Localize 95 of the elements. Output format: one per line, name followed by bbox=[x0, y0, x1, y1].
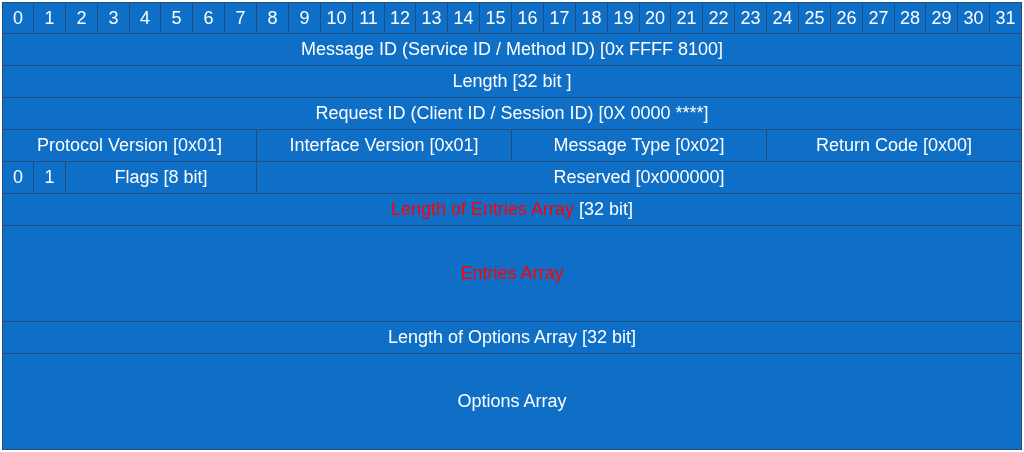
bit-index-cell bbox=[544, 2, 576, 34]
header-field-cell bbox=[512, 130, 767, 162]
bit-index-cell bbox=[225, 2, 257, 34]
bit-index: 24 bbox=[772, 7, 793, 29]
field-name: Return Code [0x00] bbox=[815, 135, 973, 156]
bit-index-cell bbox=[353, 2, 385, 34]
bit-index-cell bbox=[863, 2, 895, 34]
bit-index-cell bbox=[799, 2, 831, 34]
bit-index: 28 bbox=[900, 7, 920, 29]
field-name: Reserved [0x000000] bbox=[553, 167, 725, 188]
bit-index: 21 bbox=[676, 7, 697, 29]
bit-index: 10 bbox=[326, 7, 347, 29]
bit-index: 13 bbox=[421, 7, 442, 29]
bit-index: 16 bbox=[517, 7, 538, 29]
bit-index-cell bbox=[895, 2, 926, 34]
bit-index-cell bbox=[98, 2, 130, 34]
bit-index-cell bbox=[66, 2, 98, 34]
bit-index: 7 bbox=[235, 7, 246, 29]
header-field-cell bbox=[2, 226, 1022, 322]
header-field-cell bbox=[2, 34, 1022, 66]
bit-index: 18 bbox=[581, 7, 602, 29]
field-size: [32 bit] bbox=[579, 199, 634, 220]
bit-index-cell bbox=[321, 2, 353, 34]
header-field-cell bbox=[767, 130, 1022, 162]
field-name: Request ID (Client ID / Session ID) [0X 0000 ****] bbox=[315, 103, 709, 124]
bit-index: 31 bbox=[995, 7, 1016, 29]
bit-index-cell bbox=[416, 2, 448, 34]
bit-index: 20 bbox=[645, 7, 665, 29]
field-name: Flags [8 bit] bbox=[114, 167, 208, 188]
bit-index-cell bbox=[958, 2, 990, 34]
bit-index-cell bbox=[257, 2, 289, 34]
bit-index-cell bbox=[34, 162, 66, 194]
bit-index: 25 bbox=[804, 7, 825, 29]
bit-index-cell bbox=[831, 2, 863, 34]
bit-index: 17 bbox=[549, 7, 570, 29]
bit-index: 3 bbox=[108, 7, 119, 29]
header-field-cell bbox=[2, 66, 1022, 98]
bit-index-cell bbox=[193, 2, 225, 34]
bit-index-cell bbox=[480, 2, 512, 34]
bit-index: 30 bbox=[963, 7, 984, 29]
header-field-cell bbox=[2, 194, 1022, 226]
bit-index-cell bbox=[34, 2, 66, 34]
bit-index-cell bbox=[289, 2, 321, 34]
header-field-cell bbox=[66, 162, 257, 194]
header-field-cell bbox=[2, 130, 257, 162]
bit-index-cell bbox=[130, 2, 161, 34]
header-field-cell bbox=[2, 98, 1022, 130]
header-field-cell bbox=[257, 162, 1022, 194]
bit-index-cell bbox=[576, 2, 608, 34]
bit-index: 6 bbox=[203, 7, 214, 29]
header-field-cell bbox=[257, 130, 512, 162]
bit-index: 22 bbox=[708, 7, 729, 29]
header-field-cell bbox=[2, 354, 1022, 450]
bit-index-cell bbox=[767, 2, 799, 34]
bit-index-cell bbox=[990, 2, 1022, 34]
bit-index-cell bbox=[161, 2, 193, 34]
field-name: Length of Options Array [32 bit] bbox=[387, 327, 637, 348]
bit-index-cell bbox=[703, 2, 735, 34]
bit-index: 15 bbox=[485, 7, 506, 29]
field-name: Length of Entries Array bbox=[390, 199, 574, 220]
bit-index: 8 bbox=[267, 7, 278, 29]
bit-index-cell bbox=[448, 2, 480, 34]
bit-index: 29 bbox=[931, 7, 952, 29]
field-name: Protocol Version [0x01] bbox=[36, 135, 223, 156]
bit-index-cell bbox=[2, 162, 34, 194]
bit-index-cell bbox=[608, 2, 640, 34]
bit-index-cell bbox=[512, 2, 544, 34]
bit-index-cell bbox=[2, 2, 34, 34]
bit-index: 9 bbox=[299, 7, 310, 29]
bit-index: 23 bbox=[740, 7, 761, 29]
field-name: Options Array bbox=[457, 391, 567, 412]
header-field-cell bbox=[2, 322, 1022, 354]
field-name: Entries Array bbox=[460, 263, 564, 284]
bit-index: 11 bbox=[359, 7, 378, 29]
bit-index: 5 bbox=[171, 7, 182, 29]
bit-index: 0 bbox=[13, 167, 23, 188]
bit-index: 2 bbox=[76, 7, 87, 29]
bit-index: 14 bbox=[453, 7, 474, 29]
field-name: Length [32 bit ] bbox=[452, 71, 572, 92]
bit-index: 4 bbox=[140, 7, 150, 29]
bit-index: 1 bbox=[44, 167, 55, 188]
bit-index: 19 bbox=[613, 7, 634, 29]
bit-index-cell bbox=[735, 2, 767, 34]
field-name: Interface Version [0x01] bbox=[289, 135, 479, 156]
bit-index-cell bbox=[926, 2, 958, 34]
bit-index-cell bbox=[671, 2, 703, 34]
bit-index-cell bbox=[385, 2, 416, 34]
field-name: Message Type [0x02] bbox=[553, 135, 725, 156]
bit-index: 26 bbox=[836, 7, 857, 29]
bit-index: 12 bbox=[390, 7, 410, 29]
bit-index: 27 bbox=[868, 7, 889, 29]
field-name: Message ID (Service ID / Method ID) [0x FFFF 8100] bbox=[300, 39, 724, 60]
bit-index-cell bbox=[640, 2, 671, 34]
bit-index: 0 bbox=[13, 7, 23, 29]
bit-index: 1 bbox=[44, 7, 55, 29]
